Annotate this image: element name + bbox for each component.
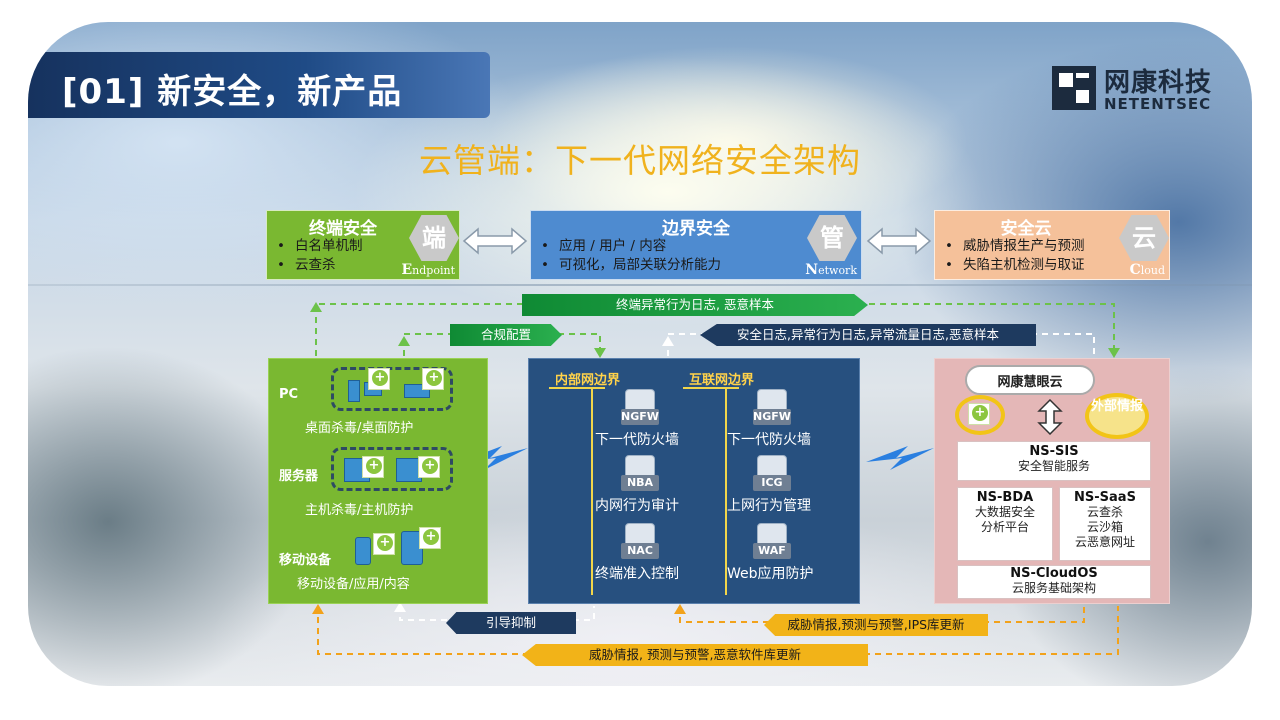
ns-sis-box: NS-SIS 安全智能服务 (957, 441, 1151, 481)
boundary-security-box: 边界安全 应用 / 用户 / 内容 可视化，局部关联分析能力 管 Network (530, 210, 862, 280)
double-arrow-icon (866, 227, 932, 255)
security-cloud-box: 安全云 威胁情报生产与预测 失陷主机检测与取证 云 Cloud (934, 210, 1170, 280)
horizon-line (28, 284, 1252, 286)
antivirus-icon (373, 533, 395, 555)
cloud-shape-icon (965, 365, 1095, 395)
ngfw-icon: NGFW (753, 389, 791, 427)
endpoint-security-box: 终端安全 白名单机制 云查杀 端 Endpoint (266, 210, 460, 280)
company-logo: 网康科技 NETENTSEC (1052, 62, 1227, 120)
nba-icon: NBA (621, 455, 659, 493)
hexagon-cloud-icon: 云 (1119, 215, 1169, 261)
ns-cloudos-box: NS-CloudOS 云服务基础架构 (957, 565, 1151, 599)
endpoint-panel: PC 桌面杀毒/桌面防护 服务器 主机杀毒/主机防护 移动设备 移动设备/应用/… (268, 358, 488, 604)
banner-compliance: 合规配置 (450, 324, 562, 346)
internet-icg-name: 上网行为管理 (727, 498, 811, 514)
pc-device-group (331, 367, 453, 411)
cloud-tag: Cloud (1129, 262, 1165, 278)
nac-icon: NAC (621, 523, 659, 561)
page-title: [01] 新安全，新产品 (62, 72, 403, 112)
banner-security-log: 安全日志,异常行为日志,异常流量日志,恶意样本 (700, 324, 1036, 346)
ns-sis-name: NS-SIS (1029, 444, 1079, 459)
antivirus-icon (422, 368, 444, 390)
cloud-name: 网康慧眼云 (997, 375, 1063, 390)
title-bar: [01] 新安全，新产品 (28, 52, 490, 118)
antivirus-icon (362, 456, 384, 478)
hexagon-endpoint-icon: 端 (409, 215, 459, 261)
ns-saas-name: NS-SaaS (1074, 490, 1136, 505)
boundary-item-app: 应用 / 用户 / 内容 (541, 237, 721, 256)
external-intel-ring (1085, 393, 1149, 439)
ns-bda-desc2: 分析平台 (980, 520, 1029, 534)
endpoint-tag: Endpoint (401, 262, 456, 278)
boundary-security-list: 应用 / 用户 / 内容 可视化，局部关联分析能力 (541, 237, 721, 275)
pc-subtitle: 桌面杀毒/桌面防护 (305, 421, 414, 436)
ns-cloudos-desc: 云服务基础架构 (1011, 581, 1096, 595)
pc-label: PC (279, 387, 299, 402)
ns-saas-box: NS-SaaS 云查杀 云沙箱 云恶意网址 (1059, 487, 1151, 561)
logo-mark-icon (1052, 66, 1096, 110)
ns-bda-desc1: 大数据安全 (974, 505, 1035, 519)
cloud-panel: 网康慧眼云 外部情报 NS-SIS 安全智能服务 NS-BDA 大数据安全 分析… (934, 358, 1170, 604)
divider (683, 387, 739, 389)
endpoint-item-cloud-scan: 云查杀 (277, 256, 362, 275)
endpoint-security-title: 终端安全 (309, 219, 377, 239)
external-intel-label: 外部情报 (1090, 399, 1143, 414)
antivirus-icon (968, 403, 990, 425)
banner-threat-ips: 威胁情报,预测与预警,IPS库更新 (764, 614, 988, 636)
banner-guide-suppress: 引导抑制 (446, 612, 576, 634)
logo-en-text: NETENTSEC (1104, 95, 1212, 113)
banner-threat-malware: 威胁情报, 预测与预警,恶意软件库更新 (522, 644, 868, 666)
updown-arrow-icon (1037, 399, 1063, 435)
endpoint-item-whitelist: 白名单机制 (277, 237, 363, 256)
server-label: 服务器 (279, 469, 319, 484)
endpoint-security-list: 白名单机制 云查杀 (277, 237, 363, 275)
security-cloud-list: 威胁情报生产与预测 失陷主机检测与取证 (945, 237, 1085, 275)
desktop-icon (348, 380, 360, 402)
waf-icon: WAF (753, 523, 791, 561)
double-arrow-icon (462, 227, 528, 255)
server-subtitle: 主机杀毒/主机防护 (305, 503, 414, 518)
antivirus-icon (419, 527, 441, 549)
internal-nac-name: 终端准入控制 (595, 566, 679, 582)
antivirus-icon (368, 368, 390, 390)
internet-column-line (725, 389, 727, 595)
antivirus-ring-icon (955, 395, 1005, 435)
slide-background: [01] 新安全，新产品 网康科技 NETENTSEC 云管端：下一代网络安全架… (28, 22, 1252, 686)
ns-saas-desc1: 云查杀 (1086, 505, 1123, 519)
internal-ngfw-name: 下一代防火墙 (595, 432, 679, 448)
internal-nba-name: 内网行为审计 (595, 498, 679, 514)
mobile-subtitle: 移动设备/应用/内容 (297, 577, 410, 592)
boundary-security-title: 边界安全 (662, 219, 730, 239)
internet-ngfw-name: 下一代防火墙 (727, 432, 811, 448)
phone-icon (355, 537, 371, 565)
ns-sis-desc: 安全智能服务 (1017, 459, 1090, 473)
ns-bda-box: NS-BDA 大数据安全 分析平台 (957, 487, 1053, 561)
ngfw-icon: NGFW (621, 389, 659, 427)
mobile-label: 移动设备 (279, 553, 332, 568)
internet-waf-name: Web应用防护 (727, 566, 814, 582)
ns-saas-desc2: 云沙箱 (1086, 520, 1123, 534)
boundary-item-visual: 可视化，局部关联分析能力 (541, 256, 721, 275)
icg-icon: ICG (753, 455, 791, 493)
internet-boundary-title: 互联网边界 (689, 373, 755, 388)
ns-bda-name: NS-BDA (976, 490, 1034, 505)
diagram-subtitle: 云管端：下一代网络安全架构 (419, 141, 861, 180)
antivirus-icon (418, 456, 440, 478)
internal-boundary-title: 内部网边界 (555, 373, 621, 388)
internal-column-line (591, 389, 593, 595)
cloud-item-compromised: 失陷主机检测与取证 (945, 256, 1085, 275)
banner-endpoint-log: 终端异常行为日志, 恶意样本 (522, 294, 868, 316)
boundary-panel: 内部网边界 互联网边界 NGFW 下一代防火墙 NBA 内网行为审计 NAC 终… (528, 358, 860, 604)
ns-cloudos-name: NS-CloudOS (1010, 566, 1098, 581)
network-tag: Network (805, 262, 857, 278)
ns-saas-desc3: 云恶意网址 (1074, 535, 1135, 549)
logo-cn-text: 网康科技 (1104, 68, 1213, 98)
security-cloud-title: 安全云 (1000, 219, 1052, 239)
server-device-group (331, 447, 453, 491)
cloud-item-threat-intel: 威胁情报生产与预测 (945, 237, 1085, 256)
divider (549, 387, 605, 389)
